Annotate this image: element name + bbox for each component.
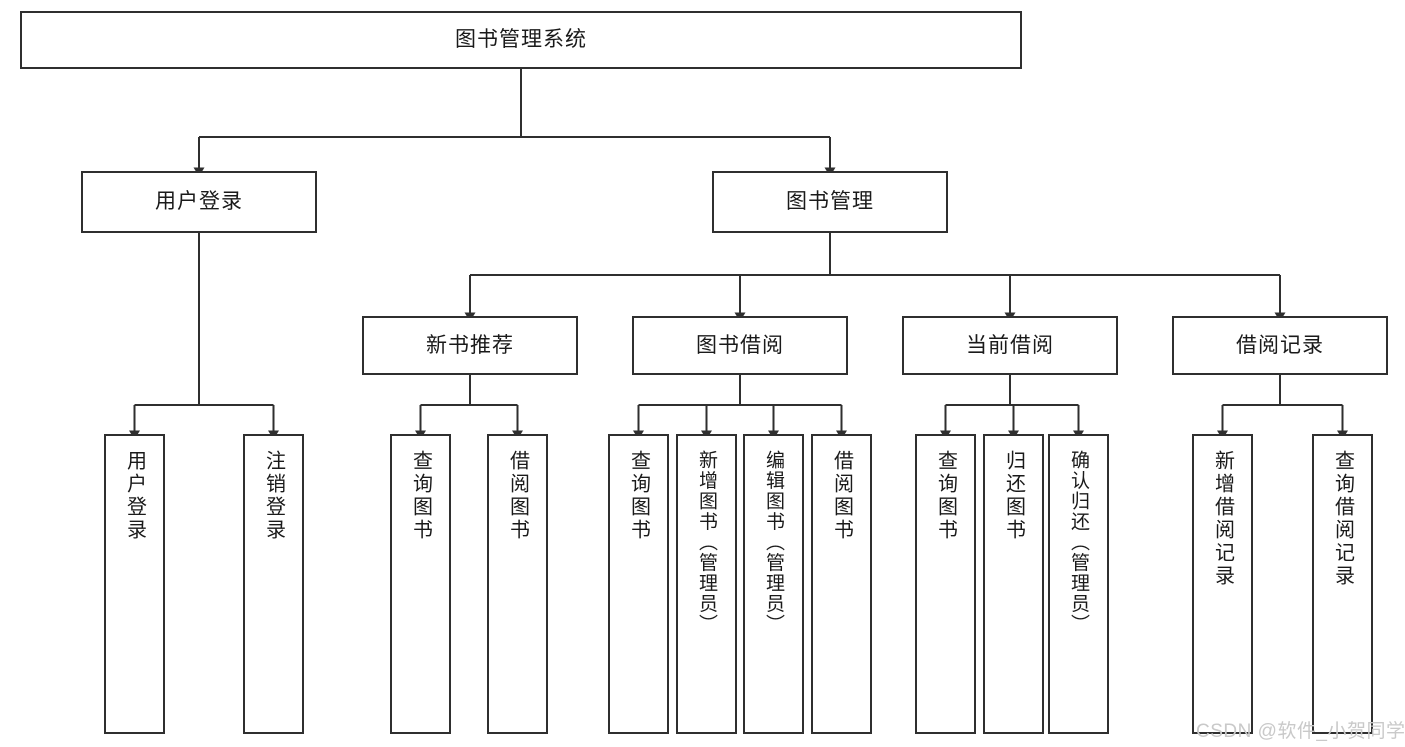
node-book-borrow-label: 图书借阅 xyxy=(696,333,784,357)
node-new-book-rec[interactable]: 新书推荐 xyxy=(362,316,578,375)
node-leaf-query-book-rec[interactable]: 查询图书 xyxy=(390,434,451,734)
node-leaf-confirm-return[interactable]: 确认归还（管理员） xyxy=(1048,434,1109,734)
node-leaf-user-login-label: 用户登录 xyxy=(123,450,146,542)
node-leaf-borrow-book-rec-label: 借阅图书 xyxy=(506,450,529,542)
node-leaf-borrow-book-label: 借阅图书 xyxy=(830,450,853,542)
node-leaf-add-record-label: 新增借阅记录 xyxy=(1211,450,1234,588)
node-leaf-query-book-borrow-label: 查询图书 xyxy=(627,450,650,542)
node-new-book-rec-label: 新书推荐 xyxy=(426,333,514,357)
node-leaf-query-book-borrow[interactable]: 查询图书 xyxy=(608,434,669,734)
node-leaf-borrow-book[interactable]: 借阅图书 xyxy=(811,434,872,734)
node-leaf-confirm-return-label: 确认归还（管理员） xyxy=(1068,450,1089,635)
node-root-system-label: 图书管理系统 xyxy=(455,28,587,52)
node-leaf-query-book-rec-label: 查询图书 xyxy=(409,450,432,542)
node-leaf-return-book-label: 归还图书 xyxy=(1002,450,1025,542)
node-leaf-query-record[interactable]: 查询借阅记录 xyxy=(1312,434,1373,734)
node-leaf-user-logout-label: 注销登录 xyxy=(262,450,285,542)
node-book-manage[interactable]: 图书管理 xyxy=(712,171,948,233)
node-leaf-query-book-current-label: 查询图书 xyxy=(934,450,957,542)
node-leaf-edit-book-label: 编辑图书（管理员） xyxy=(763,450,784,635)
node-leaf-user-logout[interactable]: 注销登录 xyxy=(243,434,304,734)
node-leaf-query-record-label: 查询借阅记录 xyxy=(1331,450,1354,588)
node-book-manage-label: 图书管理 xyxy=(786,190,874,214)
node-leaf-query-book-current[interactable]: 查询图书 xyxy=(915,434,976,734)
node-user-login[interactable]: 用户登录 xyxy=(81,171,317,233)
watermark-label: CSDN @软件_小贺同学 xyxy=(1196,721,1405,742)
node-book-borrow[interactable]: 图书借阅 xyxy=(632,316,848,375)
node-leaf-add-book[interactable]: 新增图书（管理员） xyxy=(676,434,737,734)
node-leaf-return-book[interactable]: 归还图书 xyxy=(983,434,1044,734)
node-leaf-add-book-label: 新增图书（管理员） xyxy=(696,450,717,635)
node-user-login-label: 用户登录 xyxy=(155,190,243,214)
node-current-borrow-label: 当前借阅 xyxy=(966,333,1054,357)
node-leaf-edit-book[interactable]: 编辑图书（管理员） xyxy=(743,434,804,734)
node-borrow-record[interactable]: 借阅记录 xyxy=(1172,316,1388,375)
wire-group xyxy=(129,69,1348,440)
node-leaf-add-record[interactable]: 新增借阅记录 xyxy=(1192,434,1253,734)
node-leaf-user-login[interactable]: 用户登录 xyxy=(104,434,165,734)
node-current-borrow[interactable]: 当前借阅 xyxy=(902,316,1118,375)
node-borrow-record-label: 借阅记录 xyxy=(1236,333,1324,357)
node-leaf-borrow-book-rec[interactable]: 借阅图书 xyxy=(487,434,548,734)
node-root-system[interactable]: 图书管理系统 xyxy=(20,11,1022,69)
